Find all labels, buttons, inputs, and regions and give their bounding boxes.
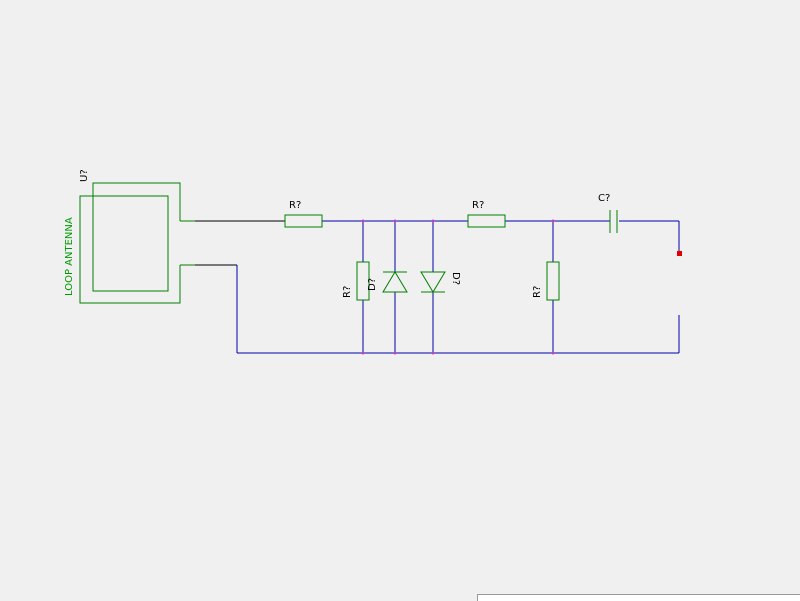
resistor-series-2[interactable] [467, 214, 506, 228]
resistor-series-2-ref: R? [472, 200, 484, 211]
resistor-shunt-1-ref: R? [342, 286, 353, 298]
resistor-series-1[interactable] [284, 214, 323, 228]
junctions [361, 219, 555, 355]
resistor-shunt-2-ref: R? [532, 286, 543, 298]
junction-dot [431, 219, 435, 223]
diode-2-body [420, 271, 446, 293]
junction-dot [551, 351, 555, 355]
junction-dot [361, 219, 365, 223]
resistor-series-1-ref: R? [289, 200, 301, 211]
diode-1[interactable] [382, 271, 408, 293]
antenna-value-label: LOOP ANTENNA [64, 217, 75, 296]
loop-antenna[interactable] [79, 182, 195, 304]
junction-dot [393, 219, 397, 223]
diode-2[interactable] [420, 271, 446, 293]
resistor-shunt-1[interactable] [356, 261, 370, 301]
diode-2-ref: D? [450, 272, 461, 285]
junction-dot [361, 351, 365, 355]
junction-dot [551, 219, 555, 223]
diode-1-body [382, 271, 408, 293]
resistor-shunt-2[interactable] [546, 261, 560, 301]
diode-1-ref: D? [367, 278, 378, 291]
capacitor[interactable] [609, 210, 618, 233]
junction-dot [431, 351, 435, 355]
capacitor-ref: C? [598, 193, 610, 204]
bottom-panel-edge [477, 594, 800, 601]
wires [195, 220, 680, 354]
junction-dot [393, 351, 397, 355]
antenna-ref-label: U? [79, 169, 90, 182]
antenna-outer-loop [79, 182, 181, 304]
output-pin-marker[interactable] [677, 251, 682, 256]
